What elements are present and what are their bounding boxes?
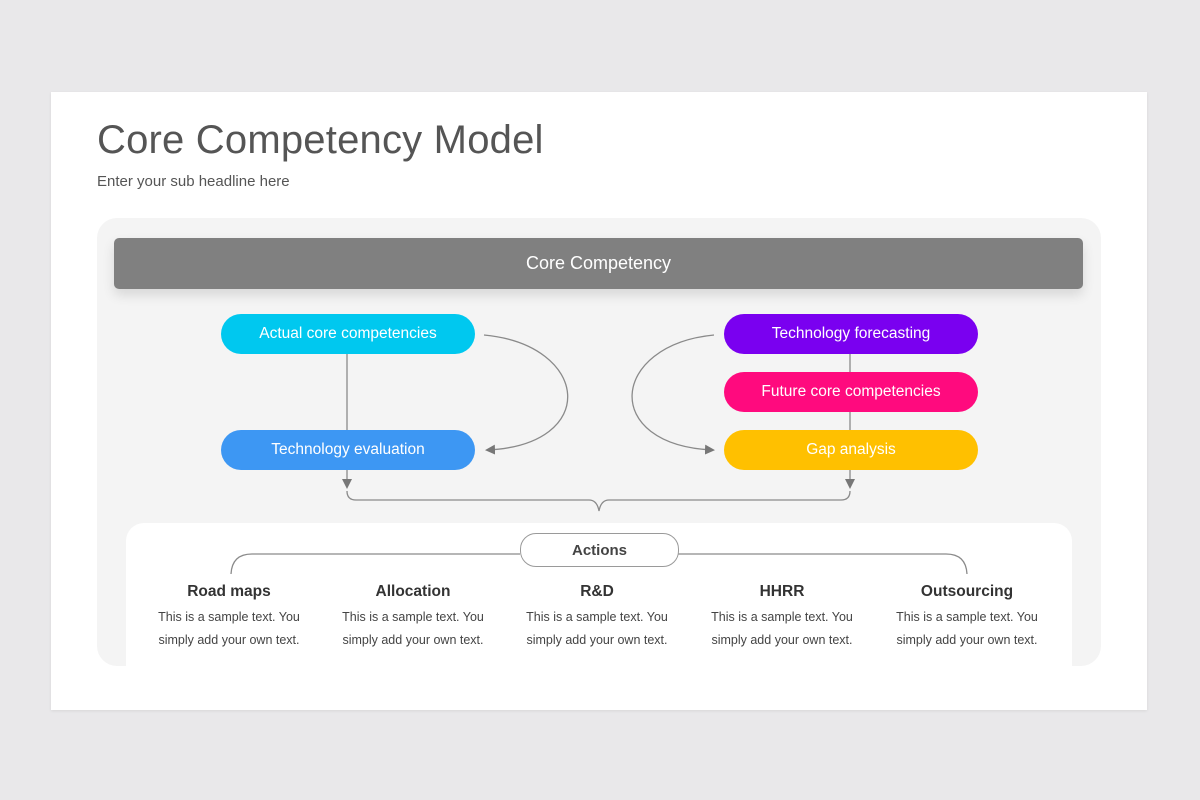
actions-arc-left bbox=[230, 553, 520, 575]
future-core-competencies-label: Future core competencies bbox=[761, 383, 941, 400]
technology-forecasting-label: Technology forecasting bbox=[771, 325, 931, 342]
action-text-line: simply add your own text. bbox=[526, 633, 668, 647]
action-title-outsourcing: Outsourcing bbox=[920, 583, 1014, 600]
actions-arc-right bbox=[677, 553, 968, 575]
action-text-line: This is a sample text. You bbox=[896, 610, 1038, 624]
action-title-rnd: R&D bbox=[580, 583, 614, 600]
gap-analysis-pill: Gap analysis bbox=[724, 430, 978, 470]
action-text-line: simply add your own text. bbox=[896, 633, 1038, 647]
gap-analysis-label: Gap analysis bbox=[806, 441, 896, 458]
left-curved-arrow bbox=[483, 334, 569, 455]
action-text-road-maps: This is a sample text. You simply add yo… bbox=[137, 606, 321, 652]
action-text-line: simply add your own text. bbox=[711, 633, 853, 647]
action-text-outsourcing: This is a sample text. You simply add yo… bbox=[875, 606, 1059, 652]
action-title-hhrr: HHRR bbox=[759, 583, 805, 600]
action-text-line: This is a sample text. You bbox=[711, 610, 853, 624]
action-text-line: This is a sample text. You bbox=[342, 610, 484, 624]
technology-evaluation-label: Technology evaluation bbox=[271, 441, 425, 458]
action-text-line: simply add your own text. bbox=[158, 633, 300, 647]
action-text-line: This is a sample text. You bbox=[526, 610, 668, 624]
future-core-competencies-pill: Future core competencies bbox=[724, 372, 978, 412]
actual-core-competencies-pill: Actual core competencies bbox=[221, 314, 475, 354]
technology-evaluation-pill: Technology evaluation bbox=[221, 430, 475, 470]
page-title: Core Competency Model bbox=[97, 118, 544, 162]
right-curved-arrow bbox=[631, 334, 715, 455]
technology-forecasting-pill: Technology forecasting bbox=[724, 314, 978, 354]
actions-label: Actions bbox=[520, 533, 679, 567]
action-text-hhrr: This is a sample text. You simply add yo… bbox=[690, 606, 874, 652]
action-text-rnd: This is a sample text. You simply add yo… bbox=[505, 606, 689, 652]
action-text-line: This is a sample text. You bbox=[158, 610, 300, 624]
actual-core-competencies-label: Actual core competencies bbox=[259, 325, 437, 342]
page-subtitle: Enter your sub headline here bbox=[97, 173, 290, 190]
action-title-road-maps: Road maps bbox=[187, 583, 271, 600]
action-text-allocation: This is a sample text. You simply add yo… bbox=[321, 606, 505, 652]
bottom-brace bbox=[346, 490, 851, 512]
core-competency-bar: Core Competency bbox=[114, 238, 1083, 289]
action-title-allocation: Allocation bbox=[375, 583, 451, 600]
action-text-line: simply add your own text. bbox=[342, 633, 484, 647]
